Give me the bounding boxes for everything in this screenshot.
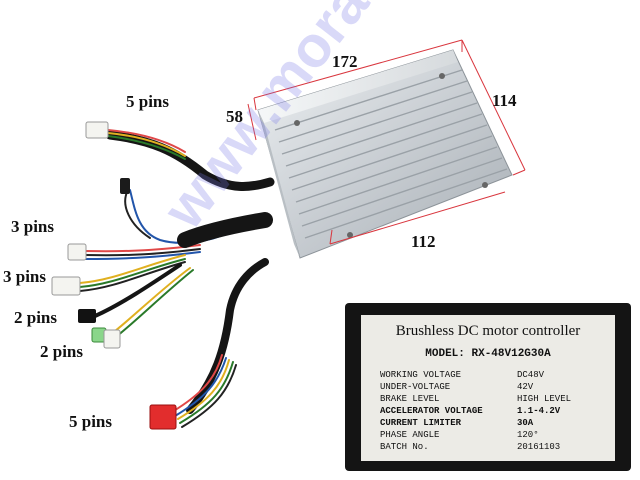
spec-value: 20161103 — [517, 442, 561, 452]
connector-label: 5 pins — [126, 92, 169, 111]
dimension-width: 114 — [492, 91, 517, 110]
spec-key: ACCELERATOR VOLTAGE — [380, 406, 483, 416]
sticker-title: Brushless DC motor controller — [395, 323, 581, 339]
spec-value: 120° — [517, 430, 539, 440]
spec-row: ACCELERATOR VOLTAGE 1.1-4.2V — [380, 406, 615, 418]
spec-key: WORKING VOLTAGE — [380, 370, 462, 380]
dimension-mount-spacing: 112 — [411, 232, 436, 251]
spec-value: 30A — [517, 418, 534, 428]
spec-key: BRAKE LEVEL — [380, 394, 440, 404]
spec-value: 42V — [517, 382, 534, 392]
spec-key: PHASE ANGLE — [380, 430, 440, 440]
spec-row: BRAKE LEVEL HIGH LEVEL — [380, 394, 615, 406]
spec-key: BATCH No. — [380, 442, 429, 452]
controller-housing — [257, 49, 513, 259]
spec-row: PHASE ANGLE 120° — [380, 430, 615, 442]
spec-row: WORKING VOLTAGE DC48V — [380, 370, 615, 382]
connector-label: 2 pins — [14, 308, 57, 327]
spec-row: CURRENT LIMITER 30A — [380, 418, 615, 430]
spec-key: CURRENT LIMITER — [380, 418, 462, 428]
spec-sticker: Brushless DC motor controller MODEL: RX-… — [361, 315, 615, 461]
dimension-height: 58 — [226, 107, 243, 126]
connector-label: 5 pins — [69, 412, 112, 431]
spec-key: UNDER-VOLTAGE — [380, 382, 451, 392]
spec-row: UNDER-VOLTAGE 42V — [380, 382, 615, 394]
dimension-lines — [247, 39, 526, 245]
connector-label: 3 pins — [11, 217, 54, 236]
spec-value: DC48V — [517, 370, 545, 380]
spec-value: 1.1-4.2V — [517, 406, 561, 416]
label-panel: Brushless DC motor controller MODEL: RX-… — [345, 303, 631, 471]
connector-label: 3 pins — [3, 267, 46, 286]
connector-label: 2 pins — [40, 342, 83, 361]
connector-plugs — [51, 121, 177, 430]
sticker-model: MODEL: RX-48V12G30A — [425, 348, 551, 360]
spec-row: BATCH No. 20161103 — [380, 442, 615, 454]
spec-value: HIGH LEVEL — [517, 394, 572, 404]
dimension-length: 172 — [332, 52, 358, 71]
